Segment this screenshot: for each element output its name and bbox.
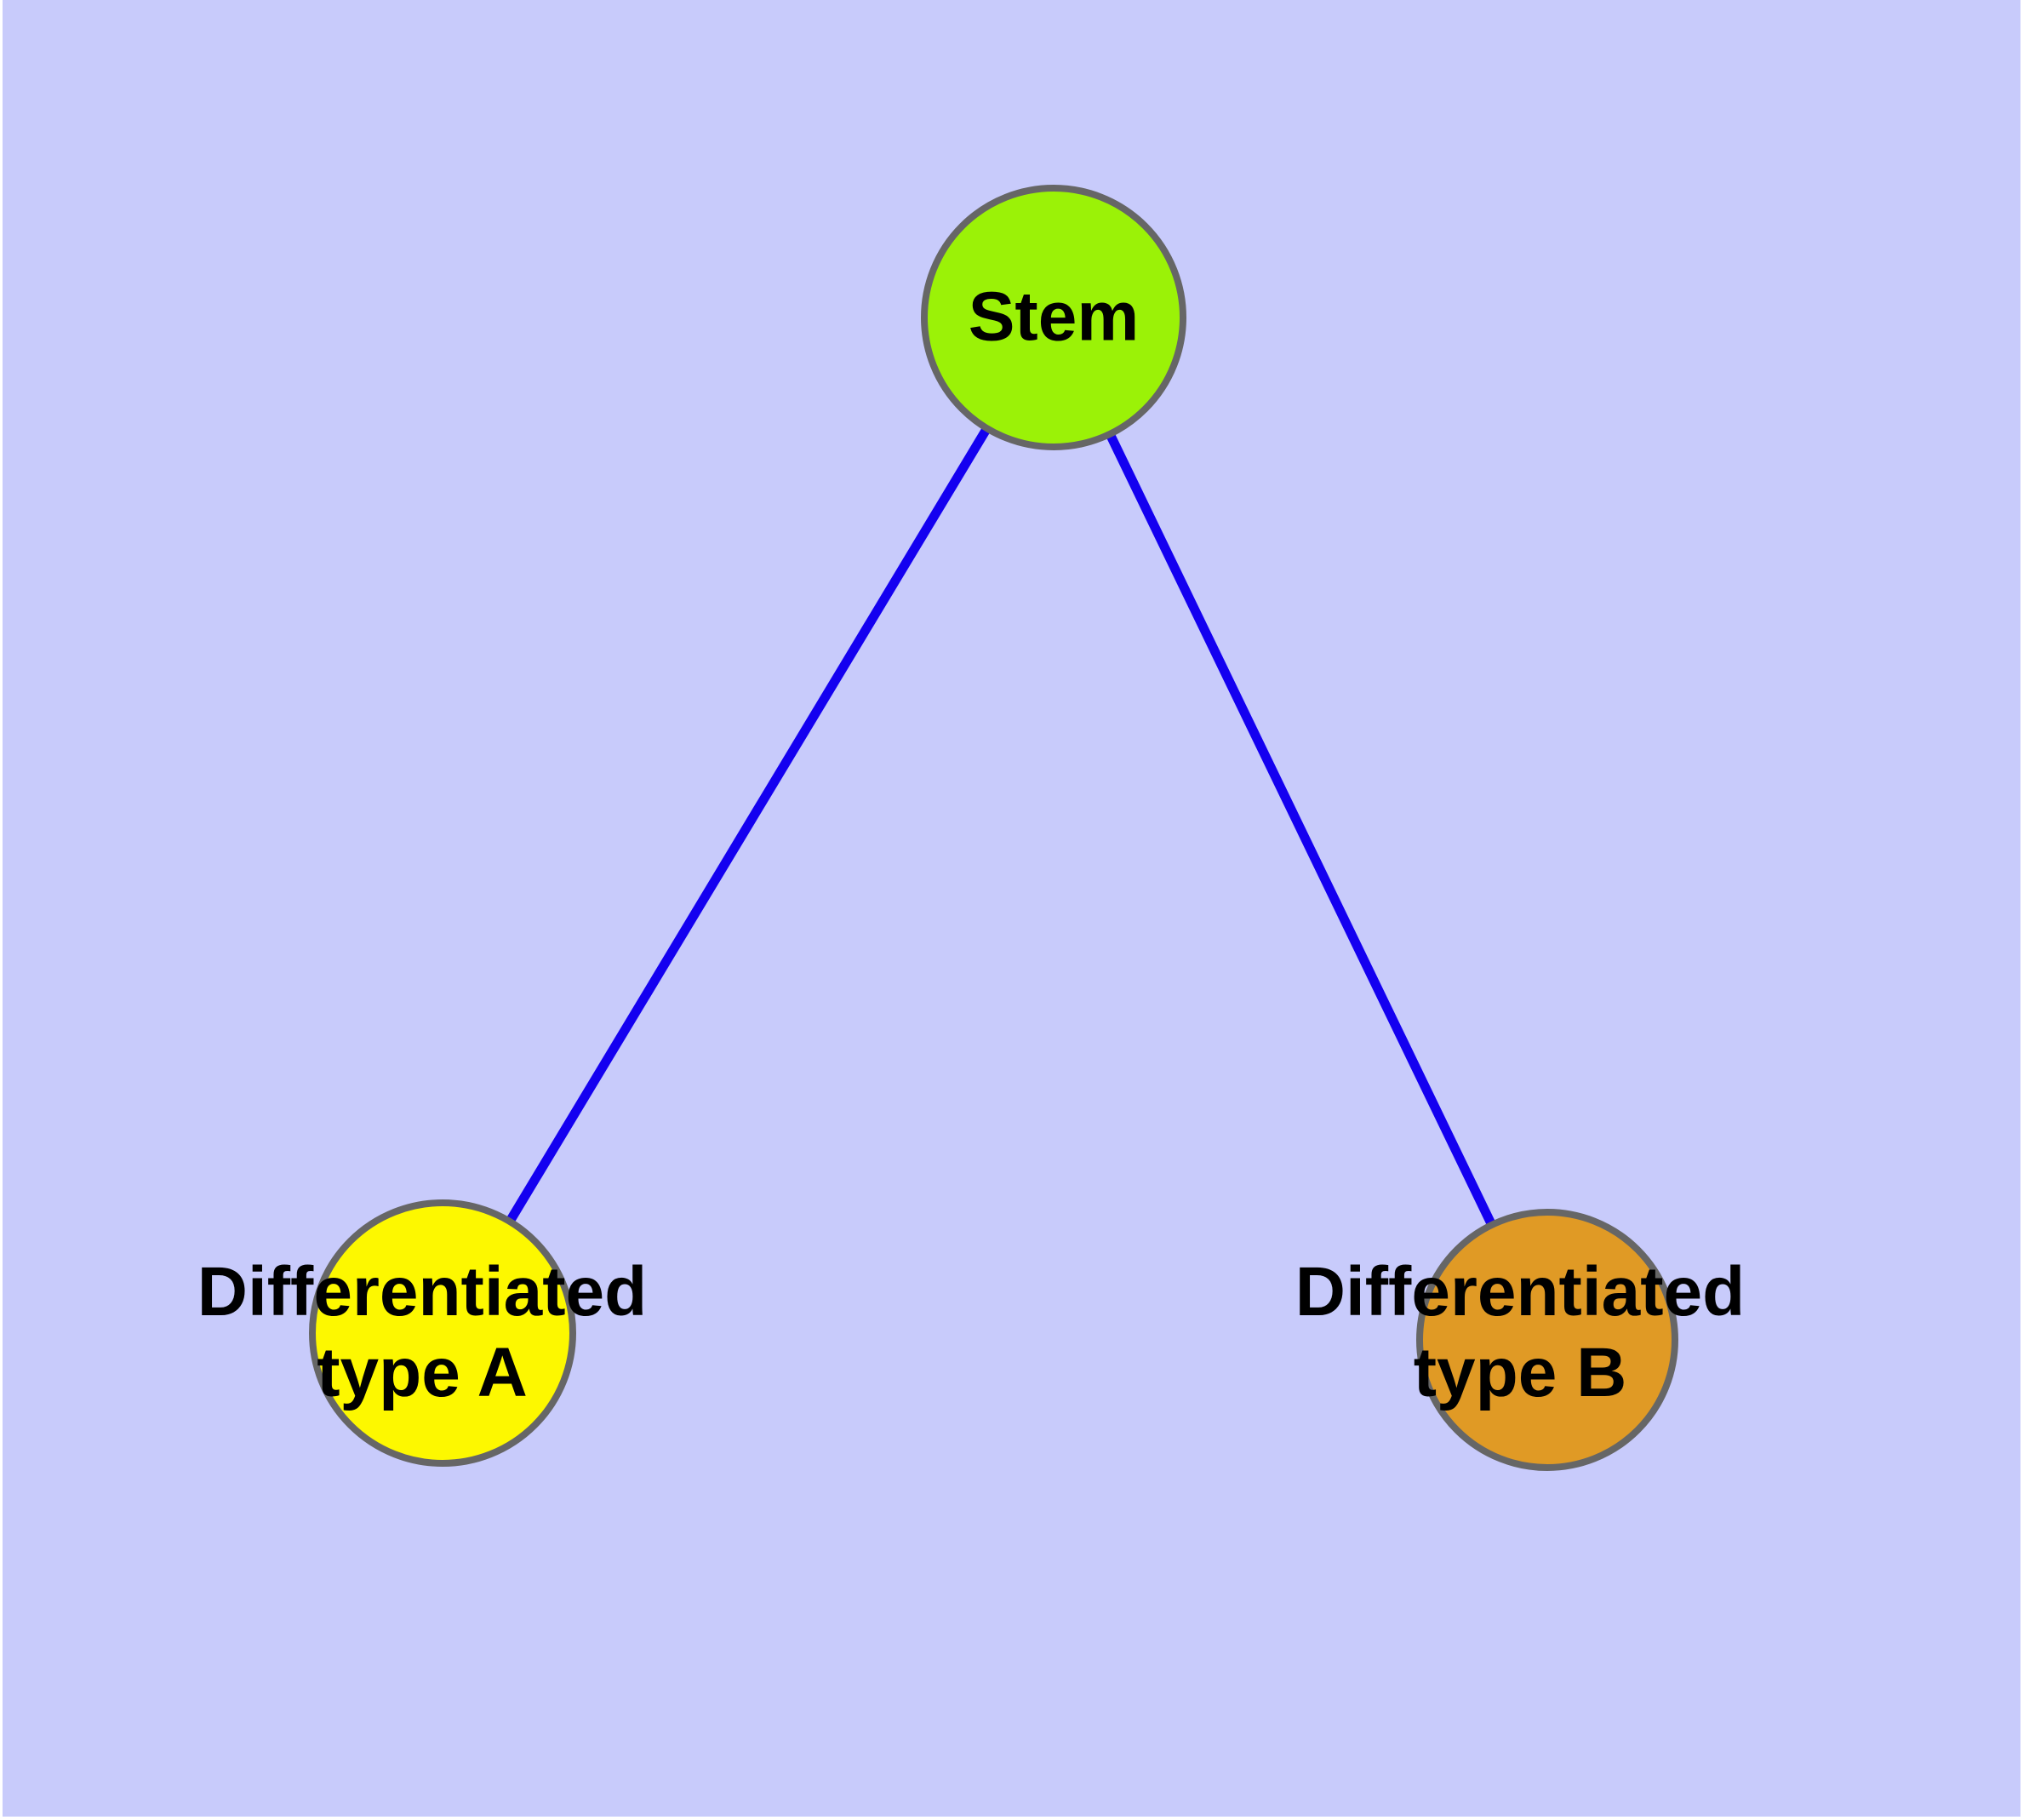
node-label-stem: Stem — [969, 278, 1140, 356]
edge-stem-to-diff_b — [1105, 430, 1497, 1229]
node-stem[interactable] — [921, 185, 1186, 450]
node-label-line: Differentiated — [1295, 1253, 1746, 1331]
node-label-line: type A — [317, 1334, 528, 1411]
node-layer — [309, 185, 1678, 1471]
node-diff_b[interactable] — [1416, 1209, 1678, 1471]
node-diff_a[interactable] — [309, 1199, 576, 1467]
edge-stem-to-diff_a — [505, 424, 992, 1226]
edge-layer — [505, 424, 1497, 1229]
node-label-line: Differentiated — [197, 1253, 648, 1331]
node-label-line: type B — [1414, 1334, 1627, 1411]
node-label-line: Stem — [969, 278, 1140, 356]
